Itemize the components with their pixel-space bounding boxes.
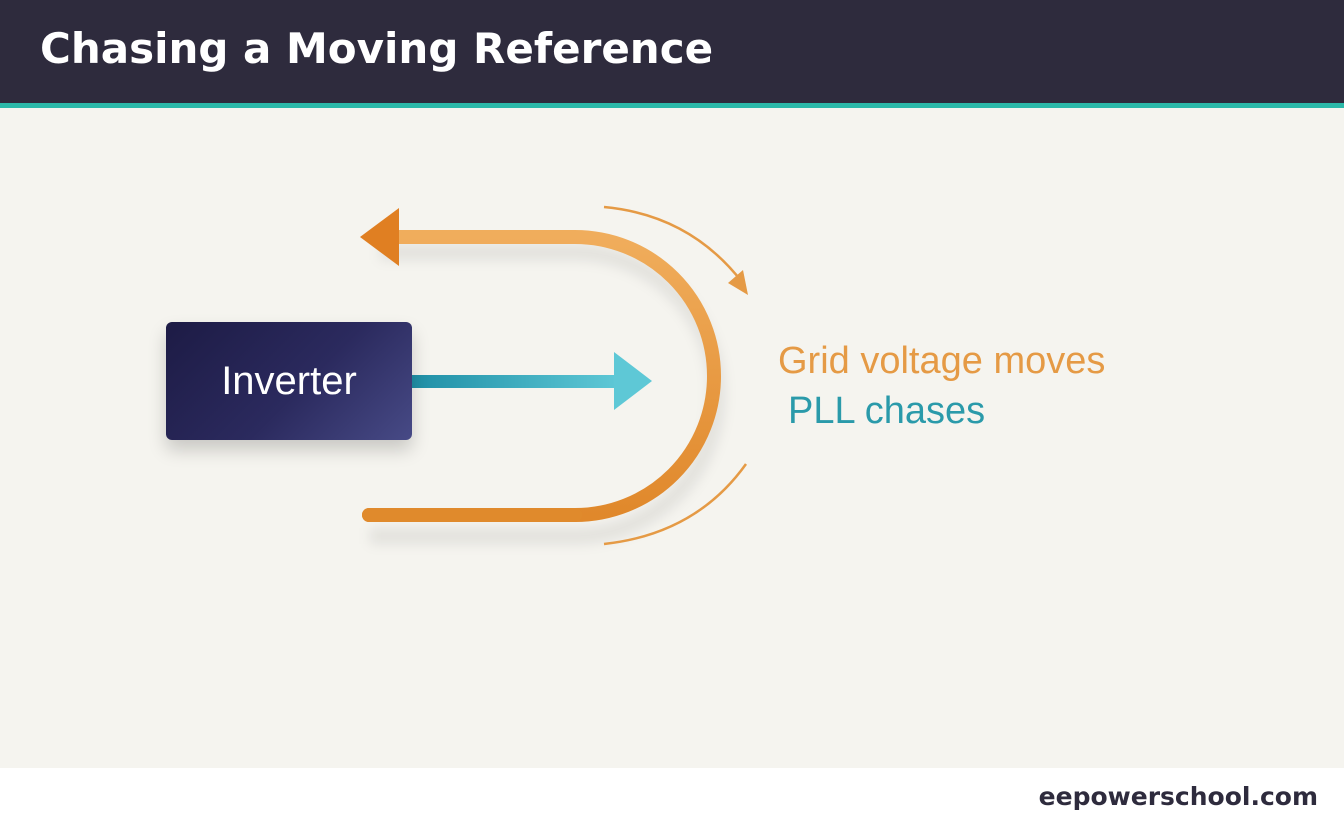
- pll-chases-label: PLL chases: [788, 390, 986, 432]
- rotation-arc-bottom-icon: [603, 463, 748, 546]
- inverter-label: Inverter: [221, 358, 357, 403]
- pll-arrow-shaft: [412, 375, 618, 388]
- rotation-arc-top-icon: [603, 205, 743, 283]
- header-bar: Chasing a Moving Reference: [0, 0, 1344, 103]
- footer-brand: eepowerschool.com: [1038, 782, 1318, 811]
- rotation-arc-top-head-icon: [728, 270, 748, 295]
- inverter-block: Inverter: [166, 322, 412, 440]
- grid-arrow-shadow: [370, 244, 725, 544]
- grid-arrow-head-icon: [360, 208, 399, 266]
- footer-bar: eepowerschool.com: [0, 768, 1344, 825]
- grid-voltage-label: Grid voltage moves: [778, 340, 1106, 382]
- header-accent-line: [0, 103, 1344, 108]
- grid-voltage-u-arrow-icon: [362, 230, 721, 522]
- page-title: Chasing a Moving Reference: [40, 24, 714, 73]
- pll-arrow-icon: [614, 352, 652, 410]
